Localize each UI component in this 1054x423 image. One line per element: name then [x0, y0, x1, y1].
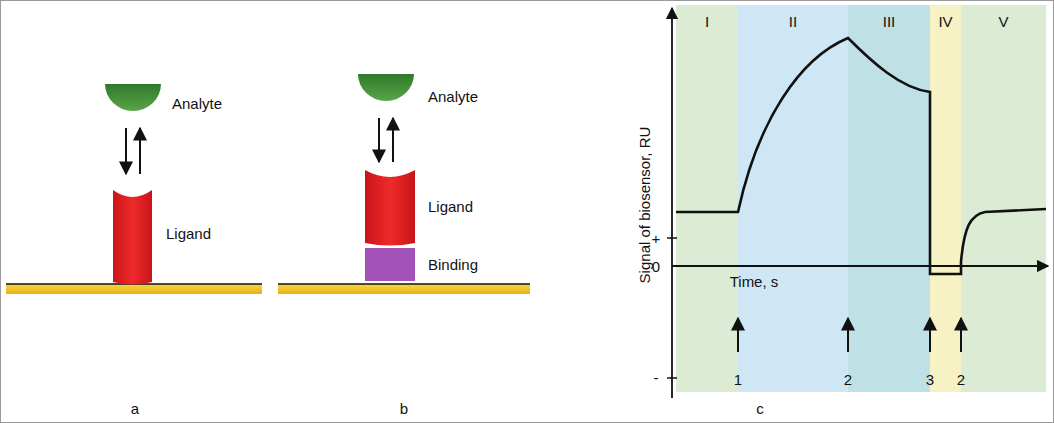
- analyte-shape: [358, 74, 414, 101]
- phase-band: IV: [930, 5, 961, 392]
- phase-band: [676, 5, 738, 392]
- part-label: Ligand: [428, 199, 473, 214]
- callout-number: 1: [734, 372, 742, 387]
- surface-line: [278, 283, 530, 285]
- dissociation-arrow: [139, 128, 141, 174]
- x-axis: [672, 265, 1048, 267]
- panel-letter: c: [756, 401, 764, 416]
- analyte-shape: [105, 84, 161, 111]
- part-label: Analyte: [428, 89, 478, 104]
- phase-number: I: [676, 13, 738, 30]
- tick-label: 0: [652, 259, 660, 274]
- ligand-shape: [113, 190, 152, 285]
- part-label: Ligand: [166, 226, 211, 241]
- phase-band: V: [961, 5, 1046, 392]
- phase-band: [848, 5, 930, 392]
- phase-band: [930, 5, 961, 392]
- phase-number: II: [738, 13, 848, 30]
- panel-b: [278, 74, 530, 294]
- phase-number: III: [848, 13, 930, 30]
- panel-letter: b: [400, 401, 408, 416]
- callout-number: 3: [926, 372, 934, 387]
- phase-band: II: [738, 5, 848, 392]
- event-arrow: [960, 318, 962, 352]
- axis-title: Time, s: [730, 274, 779, 289]
- gold-surface: [6, 284, 262, 294]
- axis-title: Signal of biosensor, RU: [637, 127, 652, 284]
- binding-shape: [365, 248, 415, 281]
- event-arrow: [737, 318, 739, 352]
- tick-label: +: [652, 231, 661, 246]
- tick-label: -: [654, 370, 659, 385]
- event-arrow: [847, 318, 849, 352]
- dissociation-arrow: [392, 118, 394, 162]
- y-axis: [671, 8, 673, 398]
- phase-band: [961, 5, 1046, 392]
- part-label: Analyte: [172, 96, 222, 111]
- phase-number: V: [961, 13, 1046, 30]
- phase-band: III: [848, 5, 930, 392]
- callout-number: 2: [957, 372, 965, 387]
- gold-surface: [278, 284, 530, 294]
- panel-c: [667, 5, 1048, 398]
- phase-band: [738, 5, 848, 392]
- phase-band: I: [676, 5, 738, 392]
- panel-letter: a: [131, 401, 139, 416]
- callout-number: 2: [844, 372, 852, 387]
- sensorgram-curve: [676, 38, 1046, 274]
- ligand-shape: [365, 170, 415, 246]
- tick: [667, 377, 677, 379]
- tick: [667, 237, 677, 239]
- part-label: Binding: [428, 257, 478, 272]
- phase-number: IV: [930, 13, 961, 30]
- panel-a: [6, 84, 262, 294]
- event-arrow: [929, 318, 931, 352]
- binding-arrow: [378, 118, 380, 162]
- binding-arrow: [125, 128, 127, 174]
